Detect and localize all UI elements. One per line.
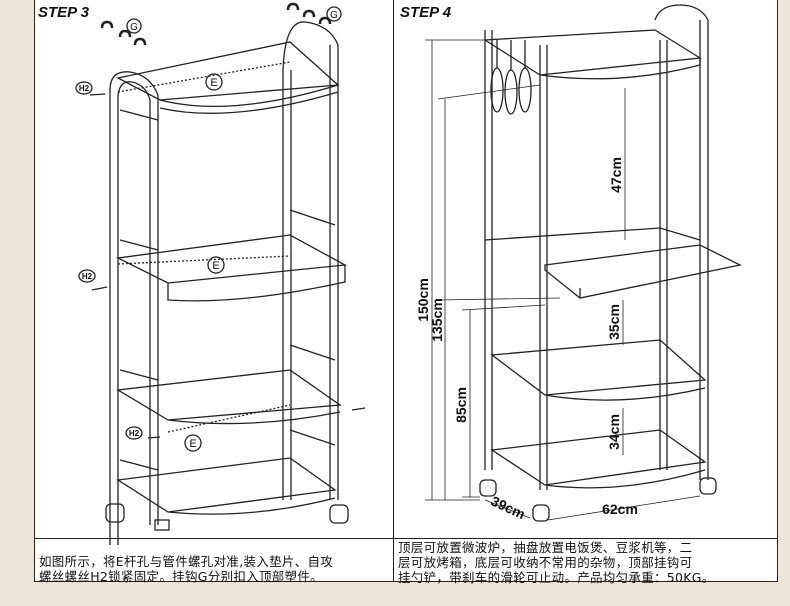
step3-caption-line: 螺丝螺丝H2锁紧固定。挂钩G分别扣入顶部塑件。 — [39, 569, 323, 584]
dim-depth: 39cm — [489, 493, 528, 523]
label-e-bottom: E — [189, 438, 196, 450]
dim-gap-bottom: 34cm — [606, 414, 622, 450]
step3-title: STEP 3 — [38, 4, 90, 21]
label-h2-mid: H2 — [82, 272, 93, 281]
step4-rack-diagram — [425, 4, 742, 522]
dim-total-height: 150cm — [415, 278, 431, 322]
step3-caption: 如图所示，将E杆孔与管件螺孔对准,装入垫片、自攻 螺丝螺丝H2锁紧固定。挂钩G分… — [39, 554, 333, 584]
caption-divider — [34, 538, 778, 539]
dim-gap-mid: 35cm — [606, 304, 622, 340]
dim-gap-top: 47cm — [608, 157, 624, 193]
dim-width: 62cm — [602, 501, 638, 517]
label-e-top: E — [210, 77, 217, 89]
dim-second-height: 85cm — [453, 387, 469, 423]
step4-title: STEP 4 — [400, 4, 452, 21]
label-g-left: G — [130, 22, 138, 33]
label-h2-bottom: H2 — [129, 429, 140, 438]
step3-rack-diagram — [75, 2, 366, 545]
step4-caption-line: 层可放烤箱，底层可收纳不常用的杂物，顶部挂钩可 — [398, 555, 693, 570]
step4-caption-line: 挂勺铲，带刹车的滑轮可止动。产品均匀承重：50KG。 — [398, 570, 715, 585]
panel-divider — [393, 0, 394, 582]
label-g-right: G — [330, 10, 338, 21]
label-h2-top: H2 — [79, 84, 90, 93]
step4-caption: 顶层可放置微波炉，抽盘放置电饭煲、豆浆机等，二 层可放烤箱，底层可收纳不常用的杂… — [398, 540, 715, 585]
step4-caption-line: 顶层可放置微波炉，抽盘放置电饭煲、豆浆机等，二 — [398, 540, 693, 555]
label-e-mid: E — [212, 260, 219, 272]
step3-caption-line: 如图所示，将E杆孔与管件螺孔对准,装入垫片、自攻 — [39, 554, 334, 569]
dim-drawer-height: 135cm — [429, 298, 445, 342]
